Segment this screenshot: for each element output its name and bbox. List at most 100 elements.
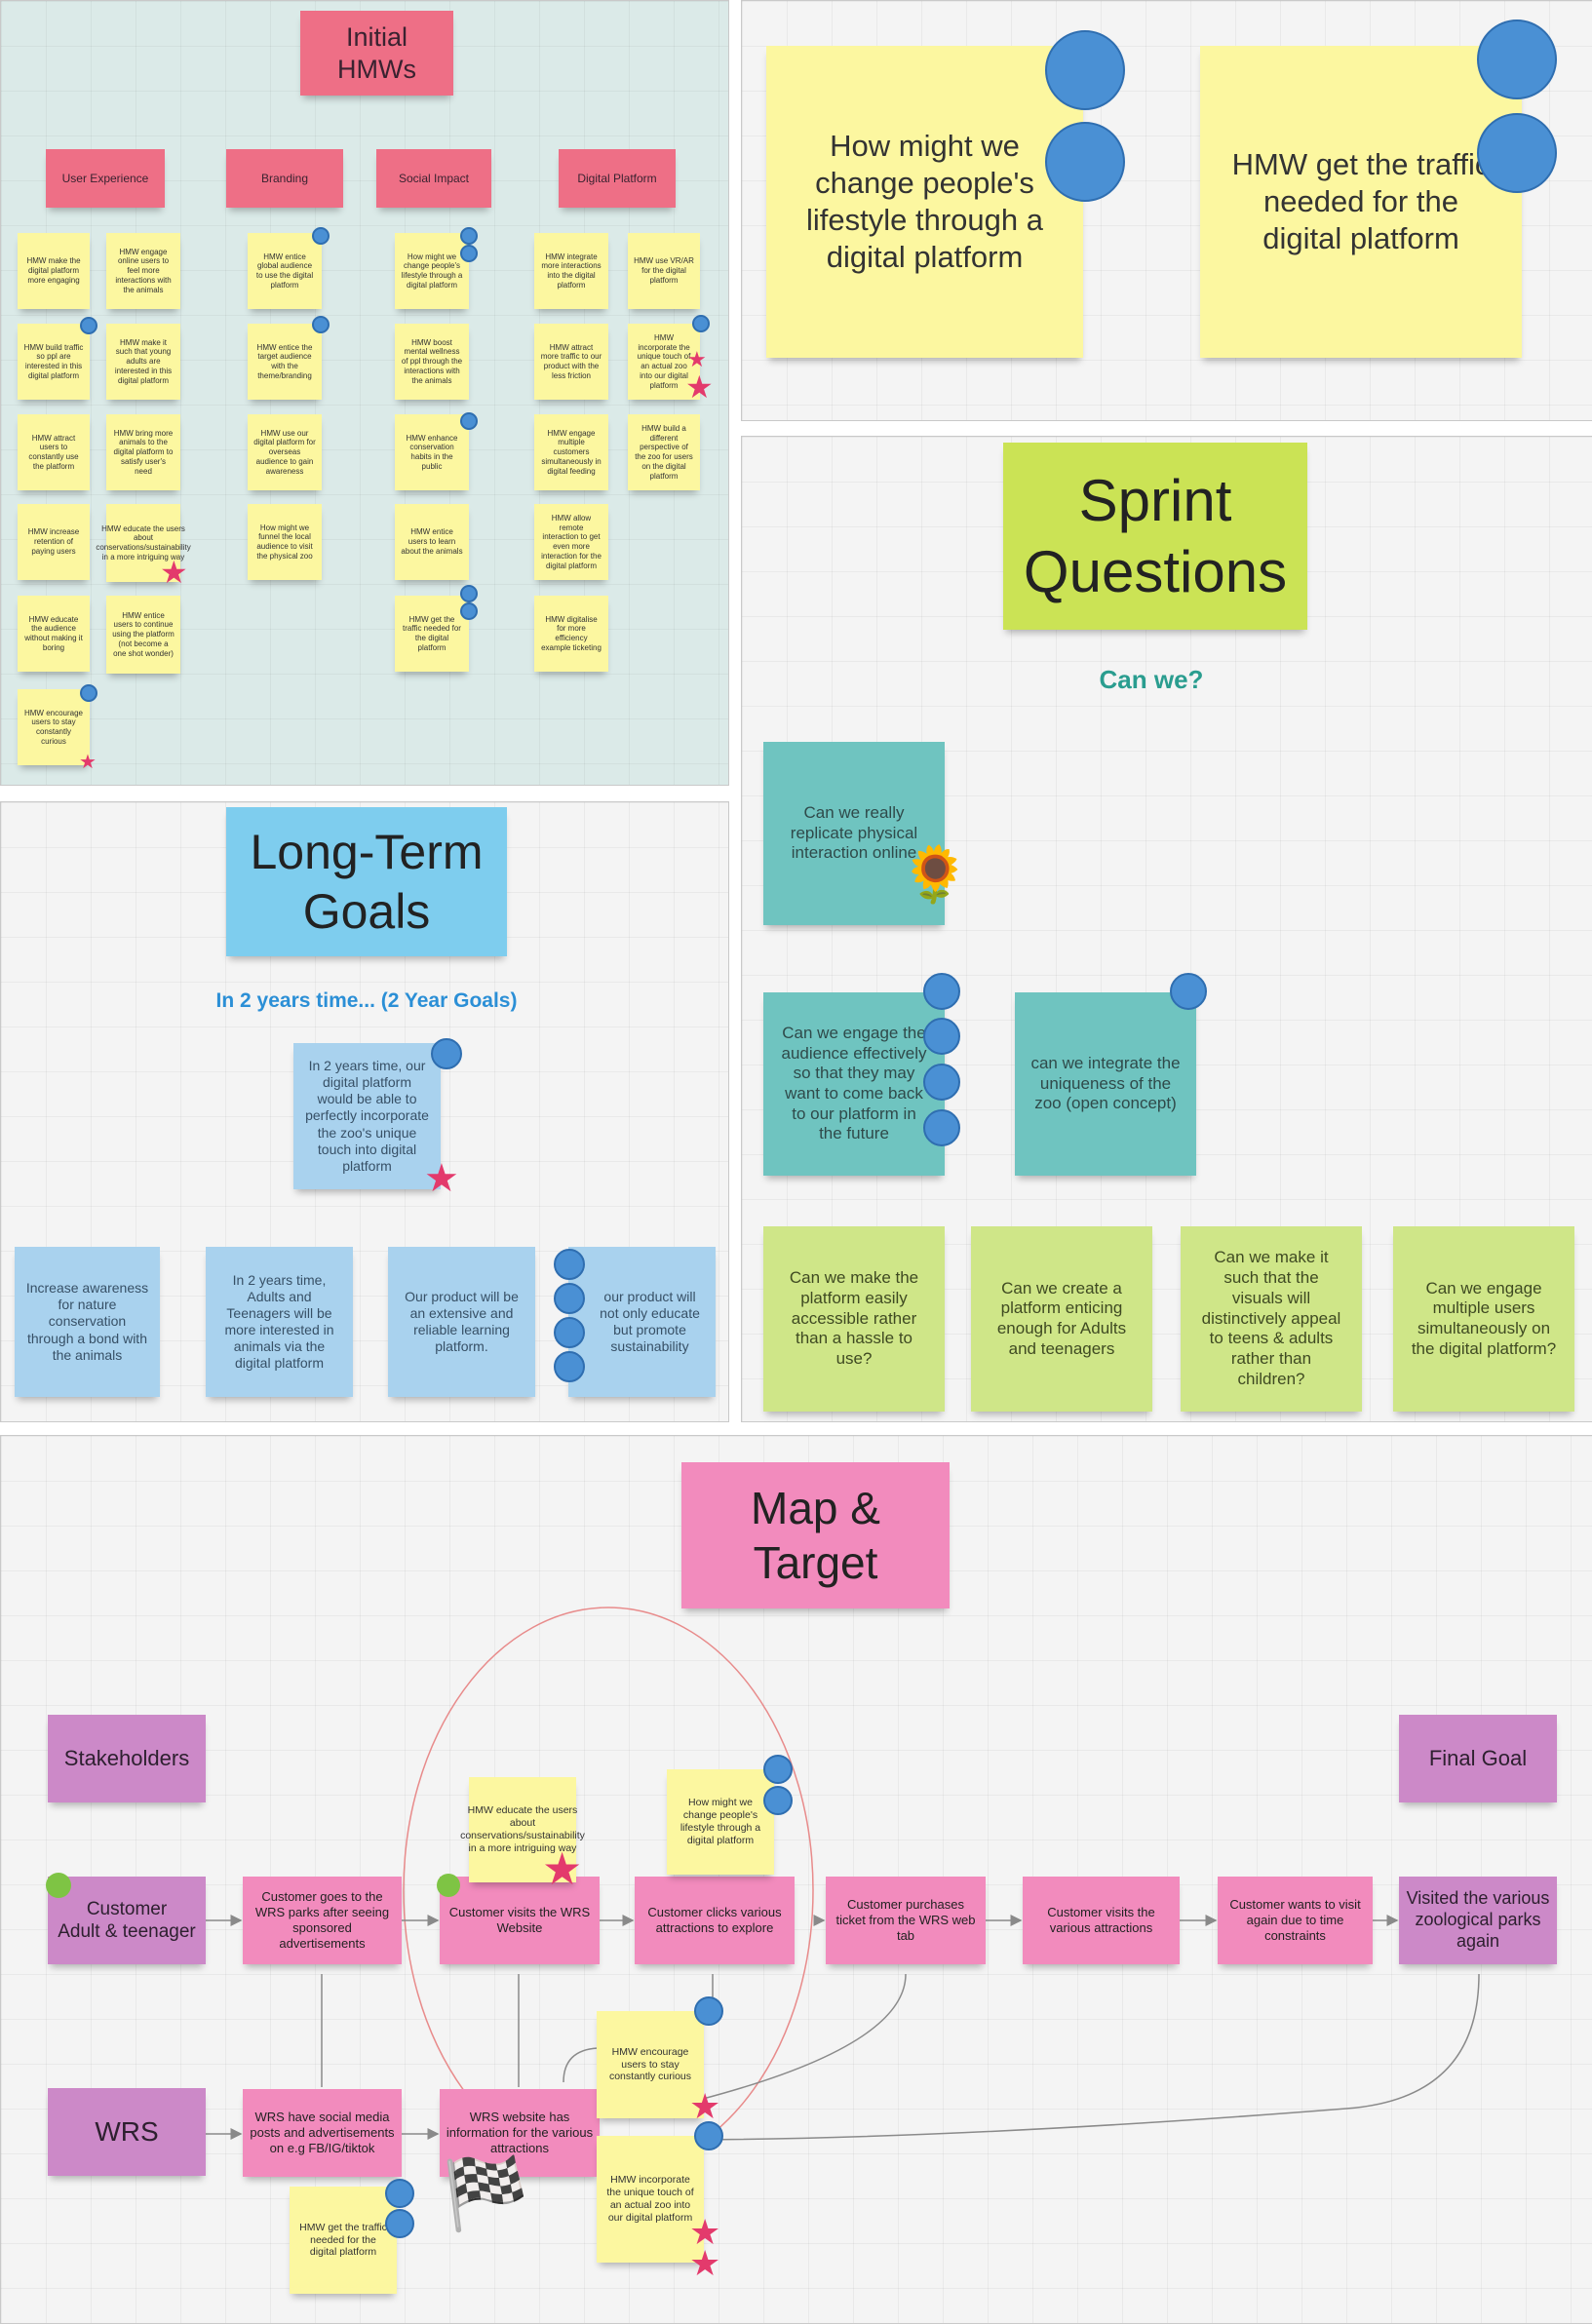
vote-dot[interactable] bbox=[763, 1786, 793, 1815]
star-icon[interactable]: ★ bbox=[689, 2213, 721, 2253]
hmw-note[interactable]: HMW educate the audience without making … bbox=[18, 596, 90, 672]
sprint-question-note[interactable]: Can we make it such that the visuals wil… bbox=[1181, 1226, 1362, 1412]
wrs-step[interactable]: WRS website has information for the vari… bbox=[440, 2089, 600, 2177]
star-icon[interactable]: ★ bbox=[689, 2244, 721, 2284]
selected-hmw-note[interactable]: HMW get the traffic needed for the digit… bbox=[1200, 46, 1522, 358]
hmw-note[interactable]: HMW get the traffic needed for the digit… bbox=[395, 596, 469, 672]
hmw-note[interactable]: HMW increase retention of paying users bbox=[18, 504, 90, 580]
star-icon[interactable]: ★ bbox=[542, 1842, 583, 1895]
map-hmw-note[interactable]: HMW encourage users to stay constantly c… bbox=[597, 2011, 704, 2118]
hmw-note[interactable]: How might we funnel the local audience t… bbox=[248, 504, 322, 580]
goal-note[interactable]: our product will not only educate but pr… bbox=[568, 1247, 716, 1397]
map-hmw-note[interactable]: HMW get the traffic needed for the digit… bbox=[290, 2187, 397, 2294]
map-hmw-note[interactable]: HMW incorporate the unique touch of an a… bbox=[597, 2136, 704, 2263]
hmw-note[interactable]: How might we change people's lifestyle t… bbox=[395, 233, 469, 309]
hmw-note[interactable]: HMW entice the target audience with the … bbox=[248, 324, 322, 400]
hmw-title-note[interactable]: Initial HMWs bbox=[300, 11, 453, 96]
final-goal-label[interactable]: Final Goal bbox=[1399, 1715, 1557, 1802]
hmw-note[interactable]: HMW entice global audience to use the di… bbox=[248, 233, 322, 309]
hmw-note[interactable]: HMW boost mental wellness of ppl through… bbox=[395, 324, 469, 400]
vote-dot[interactable] bbox=[923, 1064, 960, 1101]
wrs-step[interactable]: WRS have social media posts and advertis… bbox=[243, 2089, 402, 2177]
map-hmw-note[interactable]: HMW educate the users about conservation… bbox=[460, 1777, 585, 1882]
final-goal-step[interactable]: Visited the various zoological parks aga… bbox=[1399, 1877, 1557, 1964]
star-icon[interactable]: ★ bbox=[424, 1156, 459, 1201]
journey-step[interactable]: Customer wants to visit again due to tim… bbox=[1218, 1877, 1373, 1964]
hmw-note[interactable]: HMW attract more traffic to our product … bbox=[534, 324, 608, 400]
hmw-note[interactable]: HMW build traffic so ppl are interested … bbox=[18, 324, 90, 400]
hmw-note[interactable]: HMW digitalise for more efficiency examp… bbox=[534, 596, 608, 672]
hmw-note[interactable]: HMW entice users to learn about the anim… bbox=[395, 504, 469, 580]
hmw-note[interactable]: HMW use VR/AR for the digital platform bbox=[628, 233, 700, 309]
vote-dot[interactable] bbox=[80, 317, 97, 334]
hmw-note[interactable]: HMW allow remote interaction to get even… bbox=[534, 504, 608, 580]
main-goal-note[interactable]: In 2 years time, our digital platform wo… bbox=[293, 1043, 441, 1189]
sprint-question-note[interactable]: can we integrate the uniqueness of the z… bbox=[1015, 992, 1196, 1176]
hmw-note[interactable]: HMW build a different perspective of the… bbox=[628, 414, 700, 490]
category-social-impact[interactable]: Social Impact bbox=[376, 149, 491, 208]
vote-dot[interactable] bbox=[460, 227, 478, 245]
vote-dot[interactable] bbox=[80, 684, 97, 702]
journey-step[interactable]: Customer clicks various attractions to e… bbox=[635, 1877, 795, 1964]
hmw-note[interactable]: HMW engage online users to feel more int… bbox=[106, 233, 180, 309]
vote-dot[interactable] bbox=[312, 227, 330, 245]
vote-dot[interactable] bbox=[692, 315, 710, 332]
vote-dot[interactable] bbox=[1045, 122, 1125, 202]
vote-dot[interactable] bbox=[1477, 19, 1557, 99]
hmw-note[interactable]: HMW bring more animals to the digital pl… bbox=[106, 414, 180, 490]
journey-step[interactable]: Customer goes to the WRS parks after see… bbox=[243, 1877, 402, 1964]
hmw-note[interactable]: HMW attract users to constantly use the … bbox=[18, 414, 90, 490]
star-icon[interactable]: ★ bbox=[687, 348, 707, 372]
hmw-note[interactable]: HMW make the digital platform more engag… bbox=[18, 233, 90, 309]
journey-step[interactable]: Customer visits the various attractions bbox=[1023, 1877, 1180, 1964]
checkered-flag-icon[interactable]: 🏁 bbox=[442, 2152, 529, 2234]
goal-note[interactable]: Our product will be an extensive and rel… bbox=[388, 1247, 535, 1397]
goal-note[interactable]: Increase awareness for nature conservati… bbox=[15, 1247, 160, 1397]
map-hmw-note[interactable]: How might we change people's lifestyle t… bbox=[667, 1769, 774, 1875]
star-icon[interactable]: ★ bbox=[79, 750, 97, 773]
category-branding[interactable]: Branding bbox=[226, 149, 343, 208]
sprint-question-note[interactable]: Can we engage the audience effectively s… bbox=[763, 992, 945, 1176]
vote-dot[interactable] bbox=[923, 1018, 960, 1055]
sprint-title-note[interactable]: Sprint Questions bbox=[1003, 443, 1307, 630]
vote-dot[interactable] bbox=[554, 1317, 585, 1348]
hmw-note[interactable]: HMW integrate more interactions into the… bbox=[534, 233, 608, 309]
hmw-note[interactable]: HMW educate the users about conservation… bbox=[96, 504, 191, 582]
vote-dot[interactable] bbox=[1045, 30, 1125, 110]
vote-dot[interactable] bbox=[763, 1755, 793, 1784]
vote-dot[interactable] bbox=[460, 245, 478, 262]
star-icon[interactable]: ★ bbox=[685, 368, 714, 406]
sunflower-icon[interactable]: 🌻 bbox=[901, 843, 969, 907]
vote-dot[interactable] bbox=[312, 316, 330, 333]
vote-dot[interactable] bbox=[460, 412, 478, 430]
star-icon[interactable]: ★ bbox=[160, 554, 188, 591]
vote-dot[interactable] bbox=[1170, 973, 1207, 1010]
vote-dot[interactable] bbox=[431, 1038, 462, 1069]
sprint-question-note[interactable]: Can we create a platform enticing enough… bbox=[971, 1226, 1152, 1412]
goal-note[interactable]: In 2 years time, Adults and Teenagers wi… bbox=[206, 1247, 353, 1397]
vote-dot[interactable] bbox=[1477, 113, 1557, 193]
hmw-note[interactable]: HMW enhance conservation habits in the p… bbox=[395, 414, 469, 490]
category-user-experience[interactable]: User Experience bbox=[46, 149, 165, 208]
journey-step[interactable]: Customer visits the WRS Website bbox=[440, 1877, 600, 1964]
stakeholders-label[interactable]: Stakeholders bbox=[48, 1715, 206, 1802]
green-dot[interactable] bbox=[437, 1874, 460, 1897]
vote-dot[interactable] bbox=[554, 1283, 585, 1314]
star-icon[interactable]: ★ bbox=[689, 2087, 721, 2127]
sprint-question-note[interactable]: Can we really replicate physical interac… bbox=[763, 742, 945, 925]
vote-dot[interactable] bbox=[923, 973, 960, 1010]
selected-hmw-note[interactable]: How might we change people's lifestyle t… bbox=[766, 46, 1083, 358]
hmw-note[interactable]: HMW incorporate the unique touch of an a… bbox=[628, 324, 700, 400]
vote-dot[interactable] bbox=[385, 2179, 414, 2208]
hmw-note[interactable]: HMW encourage users to stay constantly c… bbox=[18, 689, 90, 765]
vote-dot[interactable] bbox=[554, 1249, 585, 1280]
category-digital-platform[interactable]: Digital Platform bbox=[559, 149, 676, 208]
hmw-note[interactable]: HMW entice users to continue using the p… bbox=[106, 596, 180, 674]
actor-wrs[interactable]: WRS bbox=[48, 2088, 206, 2176]
vote-dot[interactable] bbox=[923, 1109, 960, 1146]
goals-title-note[interactable]: Long-Term Goals bbox=[226, 807, 507, 956]
vote-dot[interactable] bbox=[460, 585, 478, 602]
hmw-note[interactable]: HMW use our digital platform for oversea… bbox=[248, 414, 322, 490]
hmw-note[interactable]: HMW engage multiple customers simultaneo… bbox=[534, 414, 608, 490]
vote-dot[interactable] bbox=[694, 2121, 723, 2150]
